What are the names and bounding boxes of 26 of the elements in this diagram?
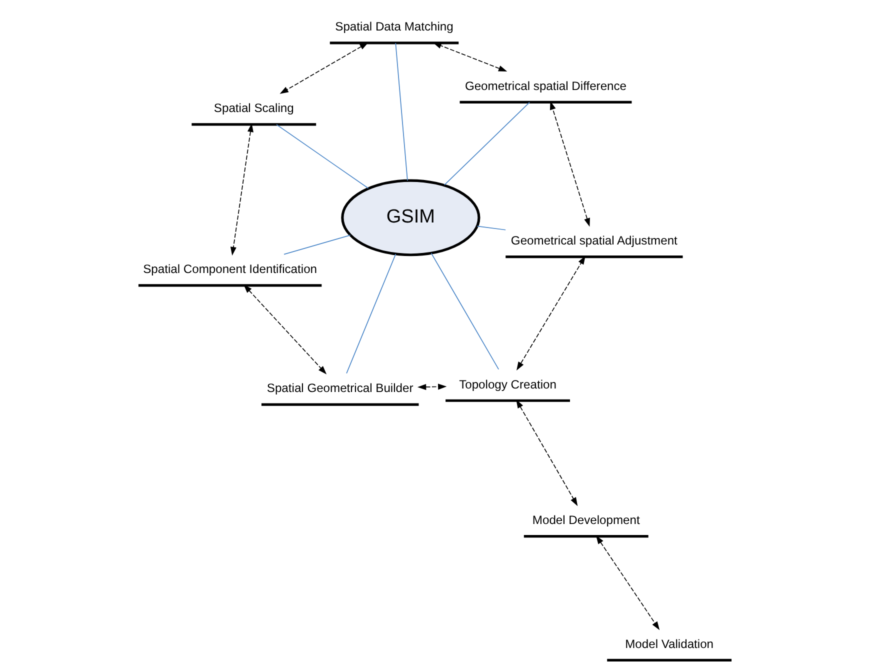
node-text: Geometrical spatial Difference (464, 78, 627, 93)
arrow (596, 535, 660, 630)
arrow (516, 256, 586, 371)
node-text: Spatial Data Matching (335, 20, 454, 34)
connector (430, 252, 500, 370)
node-text: Geometrical spatial Adjustment (510, 233, 678, 248)
node-text: Spatial Component Identification (143, 262, 318, 276)
connector (444, 102, 530, 186)
connector (284, 234, 351, 255)
node-text: Spatial Geometrical Builder (266, 381, 414, 396)
arrow (230, 123, 254, 256)
node-text: Model Validation (625, 636, 714, 651)
node-text: Model Development (532, 512, 640, 527)
node-text: Topology Creation (459, 377, 556, 392)
connector (395, 42, 408, 181)
arrow (516, 400, 578, 506)
arrow (417, 384, 447, 390)
arrow (550, 101, 590, 227)
node-text: Spatial Scaling (214, 101, 294, 116)
node-ellipse: GSIM (341, 179, 480, 256)
connector (276, 124, 369, 189)
arrow (244, 284, 327, 374)
arrow (432, 42, 508, 72)
connector (346, 254, 396, 374)
connector (476, 226, 506, 230)
arrow (280, 42, 368, 94)
